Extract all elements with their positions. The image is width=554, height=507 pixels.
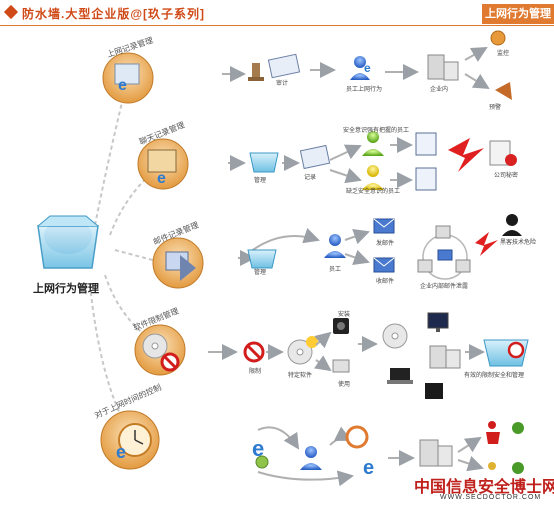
label-manage: 管理 <box>254 178 267 184</box>
label-employee: 员工 <box>329 267 342 273</box>
circle-inner-icons: e e e <box>114 63 196 462</box>
label-restrict: 限制 <box>249 369 262 375</box>
svg-text:e: e <box>157 170 166 187</box>
label-install: 安装 <box>338 312 351 318</box>
label-specific-software: 特定软件 <box>288 373 313 379</box>
watermark-logo: 中国信息安全博士网 <box>414 477 554 496</box>
label-send-mail: 发邮件 <box>376 241 395 247</box>
label-receive-mail: 收邮件 <box>376 279 395 285</box>
tab-online-behavior[interactable]: 上网行为管理 <box>482 4 554 24</box>
header-divider <box>0 25 554 26</box>
label-monitor: 监控 <box>497 51 510 57</box>
label-hacker: 黑客技术危险 <box>500 240 537 246</box>
label-manage-mail: 管理 <box>254 270 267 276</box>
row2-graphics <box>228 131 517 191</box>
row4-graphics <box>208 312 529 399</box>
center-box-icon <box>37 215 99 269</box>
svg-text:e: e <box>116 442 126 462</box>
page-title: 防水墙.大型企业版@[玖子系列] <box>22 7 206 21</box>
svg-text:e: e <box>118 77 127 94</box>
label-mail-leak: 企业内部邮件泄露 <box>420 284 469 290</box>
row3-graphics <box>238 214 522 280</box>
label-company-secret: 公司秘密 <box>494 173 519 179</box>
label-record: 记录 <box>304 175 317 181</box>
label-use: 使用 <box>338 382 351 388</box>
label-in-enterprise: 企业内 <box>430 87 449 93</box>
header-bar: 防水墙.大型企业版@[玖子系列] 上网行为管理 <box>0 0 554 26</box>
label-employee-behavior: 员工上网行为 <box>346 87 383 93</box>
svg-text:e: e <box>252 436 264 461</box>
footer-url[interactable]: WWW.SECDOCTOR.COM <box>440 494 542 501</box>
label-effective-management: 有效的限制安全和管理 <box>464 373 525 379</box>
label-aware-staff: 安全意识强有把握的员工 <box>343 128 410 134</box>
label-alarm: 预警 <box>489 105 502 111</box>
row5-graphics: e e <box>252 421 524 487</box>
row1-graphics: e <box>222 30 512 100</box>
category-connectors <box>89 77 161 431</box>
svg-text:e: e <box>364 61 371 75</box>
center-label: 上网行为管理 <box>33 283 99 295</box>
svg-text:e: e <box>363 457 374 479</box>
label-audit: 审计 <box>276 81 289 87</box>
label-unaware-staff: 缺乏安全意识的员工 <box>346 189 401 195</box>
